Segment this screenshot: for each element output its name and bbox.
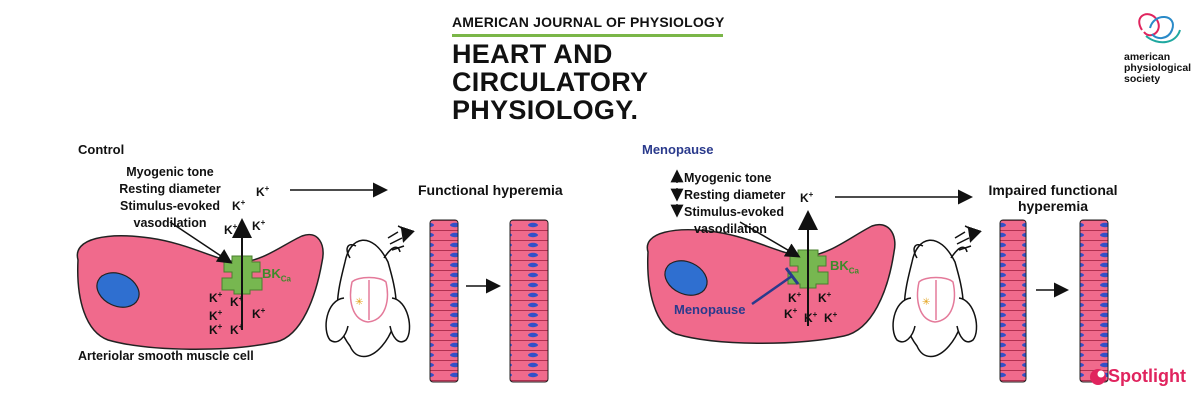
inhibition-line — [751, 274, 793, 306]
menopause-arteriole-after — [1079, 219, 1109, 383]
control-bk-label: BKCa — [262, 266, 292, 284]
society-line3: society — [1124, 73, 1161, 85]
society-name: american physiological society — [1124, 52, 1191, 85]
menopause-effect-myogenic: Myogenic tone — [684, 171, 772, 185]
inhibition-bar — [784, 267, 800, 285]
control-effect-myogenic: Myogenic tone — [126, 165, 214, 179]
journal-title: HEART AND CIRCULATORY PHYSIOLOGY. — [452, 40, 648, 124]
journal-title-line2: CIRCULATORY — [452, 67, 649, 97]
control-title: Control — [78, 142, 125, 157]
nucleus-icon — [96, 272, 140, 308]
society-line1: american — [1124, 51, 1171, 63]
k-ion-label: K+ — [824, 310, 838, 325]
activation-burst-icon: ✳ — [355, 297, 363, 308]
menopause-outcome: Impaired functional hyperemia — [988, 182, 1118, 214]
cell-type-label: Arteriolar smooth muscle cell — [78, 349, 254, 363]
menopause-smooth-muscle-cell — [646, 223, 896, 344]
spotlight-badge: Spotlight — [1108, 366, 1186, 386]
k-ion-label: K+ — [252, 306, 266, 321]
nucleus-icon — [664, 260, 708, 296]
menopause-outcome-line1: Impaired functional — [988, 182, 1118, 198]
society-logo-icon — [1138, 13, 1181, 44]
k-ion-label: K+ — [252, 218, 266, 233]
k-ion-label: K+ — [209, 290, 223, 305]
k-ion-label: K+ — [232, 198, 246, 213]
menopause-effects: Myogenic tone Resting diameter Stimulus-… — [684, 170, 785, 238]
k-ion-label: K+ — [818, 290, 832, 305]
k-ion-label: K+ — [804, 310, 818, 325]
control-effects: Myogenic tone Resting diameter Stimulus-… — [100, 164, 240, 232]
control-smooth-muscle-cell — [76, 233, 324, 350]
k-ion-label: K+ — [209, 322, 223, 337]
society-line2: physiological — [1124, 62, 1192, 74]
control-effect-vasodilation-2: vasodilation — [133, 216, 207, 230]
spotlight-icon — [1090, 369, 1106, 385]
menopause-mouse-head-icon — [892, 225, 982, 358]
menopause-arteriole-before — [999, 219, 1027, 383]
menopause-effect-diameter: Resting diameter — [684, 188, 786, 202]
menopause-effect-vasodilation-1: Stimulus-evoked — [684, 205, 785, 219]
control-effect-diameter: Resting diameter — [119, 182, 221, 196]
journal-title-line3: PHYSIOLOGY. — [452, 95, 639, 125]
k-ion-label: K+ — [224, 222, 238, 237]
activation-burst-icon: ✳ — [922, 297, 930, 308]
k-ion-label: K+ — [784, 306, 798, 321]
k-ion-label: K+ — [209, 308, 223, 323]
menopause-effect-vasodilation-2: vasodilation — [694, 222, 767, 236]
k-ion-label: K+ — [788, 290, 802, 305]
menopause-bk-label: BKCa — [830, 258, 860, 276]
menopause-inhibitor-label: Menopause — [674, 302, 746, 317]
journal-divider — [452, 34, 723, 37]
journal-supertitle: AMERICAN JOURNAL OF PHYSIOLOGY — [452, 14, 725, 30]
k-ion-label: K+ — [230, 294, 244, 309]
control-effect-vasodilation-1: Stimulus-evoked — [119, 199, 221, 213]
k-ion-label: K+ — [256, 184, 270, 199]
k-ion-label: K+ — [800, 190, 814, 205]
control-mouse-head-icon — [325, 225, 415, 358]
journal-title-line1: HEART AND — [452, 39, 613, 69]
k-ion-label: K+ — [230, 322, 244, 337]
control-arteriole-after — [509, 219, 549, 383]
control-arteriole-before — [429, 219, 459, 383]
menopause-outcome-line2: hyperemia — [1017, 198, 1089, 214]
menopause-title: Menopause — [642, 142, 714, 157]
control-outcome: Functional hyperemia — [418, 182, 563, 198]
